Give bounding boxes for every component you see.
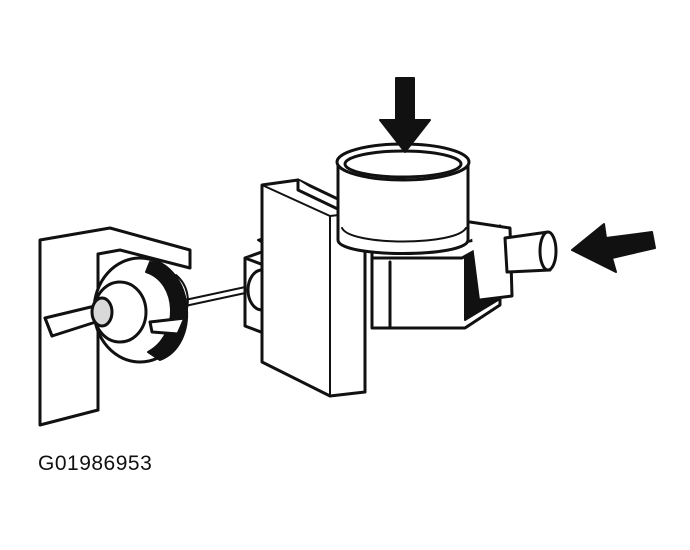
figure-code: G01986953 (38, 452, 153, 475)
top-arrow-icon (379, 77, 431, 153)
switch-shaft (43, 285, 251, 338)
switch-plunger (503, 230, 558, 274)
retaining-clip (92, 256, 189, 364)
switch-cap (335, 142, 471, 255)
right-arrow-icon (571, 223, 656, 273)
